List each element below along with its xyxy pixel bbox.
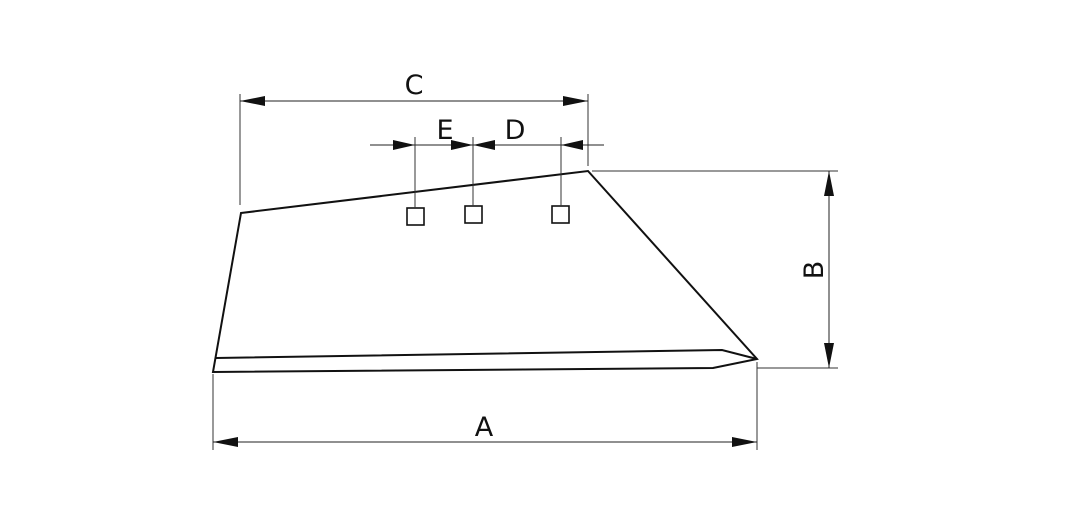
dimension-c: C — [239, 70, 589, 205]
mounting-hole-2 — [464, 205, 483, 224]
dimension-b: B — [592, 170, 838, 369]
dimension-label-a: A — [475, 412, 494, 443]
arrowhead-c-right — [563, 96, 588, 106]
arrowhead-c-left — [240, 96, 265, 106]
mounting-holes — [406, 205, 570, 226]
dimension-a: A — [212, 362, 758, 450]
arrowhead-d-right — [561, 140, 583, 150]
blade-outline — [211, 169, 759, 374]
arrowhead-b-bottom — [824, 343, 834, 368]
arrowhead-b-top — [824, 171, 834, 196]
dimension-label-c: C — [405, 70, 424, 101]
dimension-label-b: B — [799, 261, 830, 280]
arrowhead-e-left — [393, 140, 415, 150]
blade-part — [211, 169, 759, 374]
dimension-e-d: E D — [370, 115, 604, 208]
dimension-label-d: D — [505, 115, 526, 146]
dimension-label-e: E — [436, 115, 453, 146]
arrowhead-a-left — [213, 437, 238, 447]
cutting-edge-bevel — [215, 348, 758, 360]
arrowhead-e-right — [451, 140, 473, 150]
mounting-hole-3 — [551, 205, 570, 224]
arrowhead-d-left — [473, 140, 495, 150]
arrowhead-a-right — [732, 437, 757, 447]
mounting-hole-1 — [406, 207, 425, 226]
